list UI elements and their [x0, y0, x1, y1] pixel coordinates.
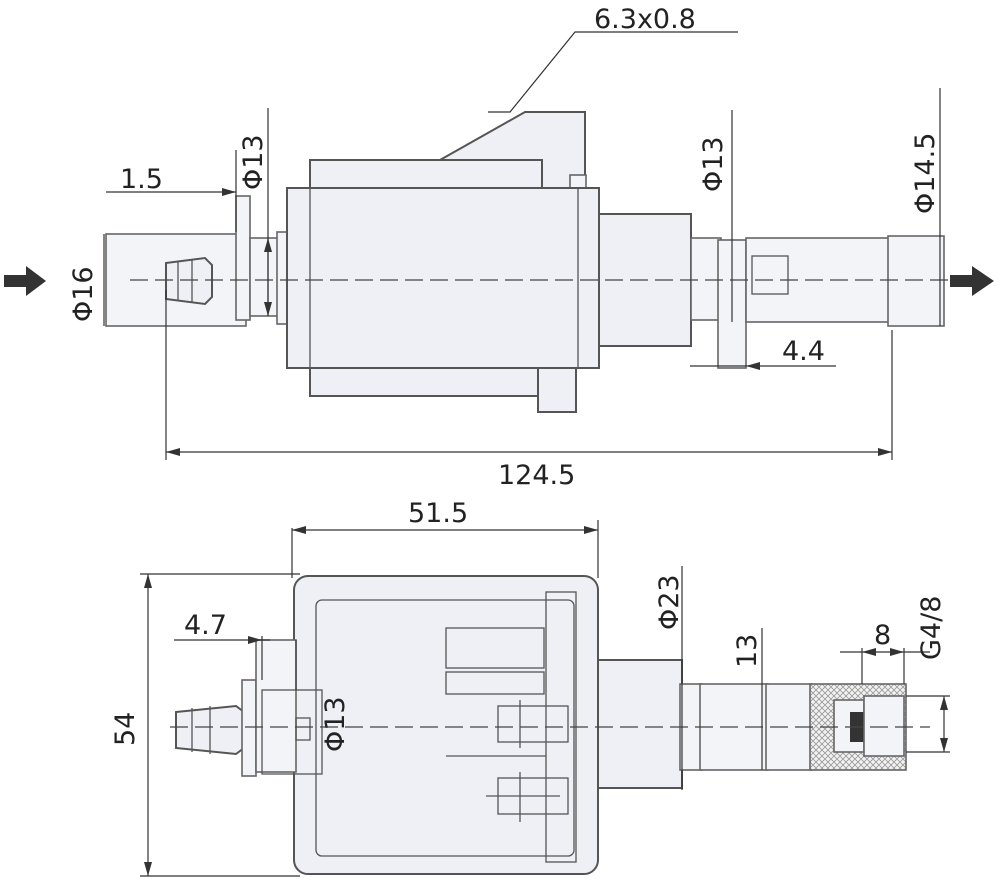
inlet-collar-side [255, 639, 297, 773]
side-view: 51.5 54 4.7 Φ13 Φ23 13 8 G4/8 [110, 498, 950, 877]
hose-barb [165, 256, 213, 306]
outlet-flow-arrow-icon [950, 266, 994, 296]
outlet-length-label: 4.4 [782, 336, 825, 367]
outlet-dia-label-side: Φ23 [654, 574, 685, 630]
inlet-dia-label-side: Φ13 [320, 696, 351, 752]
outlet-dia-label: Φ13 [698, 136, 729, 192]
height-label: 54 [110, 712, 141, 746]
pump-body [286, 187, 600, 369]
inlet-collar [249, 237, 281, 317]
inlet-step-label-side: 4.7 [184, 610, 227, 641]
outlet-pipe-dia-label: Φ14.5 [910, 133, 941, 214]
body-length-label: 51.5 [408, 498, 468, 529]
thread-label: G4/8 [916, 596, 947, 660]
inlet-step-label: 1.5 [120, 164, 163, 195]
outlet-housing-side [597, 659, 683, 789]
inlet-pipe-dia-label: Φ16 [68, 266, 99, 322]
housing-top [309, 159, 543, 191]
terminal-leader [488, 31, 738, 113]
top-view: 6.3x0.8 1.5 Φ13 Φ16 Φ13 Φ14.5 4.4 124.5 [4, 4, 994, 491]
inlet-dia-label: Φ13 [238, 134, 269, 190]
terminal-upper [497, 705, 569, 743]
total-length-label: 124.5 [498, 460, 575, 491]
thread-length-label: 8 [874, 620, 891, 651]
inlet-flow-arrow-icon [4, 266, 46, 296]
terminal-label: 6.3x0.8 [594, 4, 696, 35]
outlet-tip [887, 235, 945, 327]
outlet-length-label-side: 13 [732, 634, 763, 668]
